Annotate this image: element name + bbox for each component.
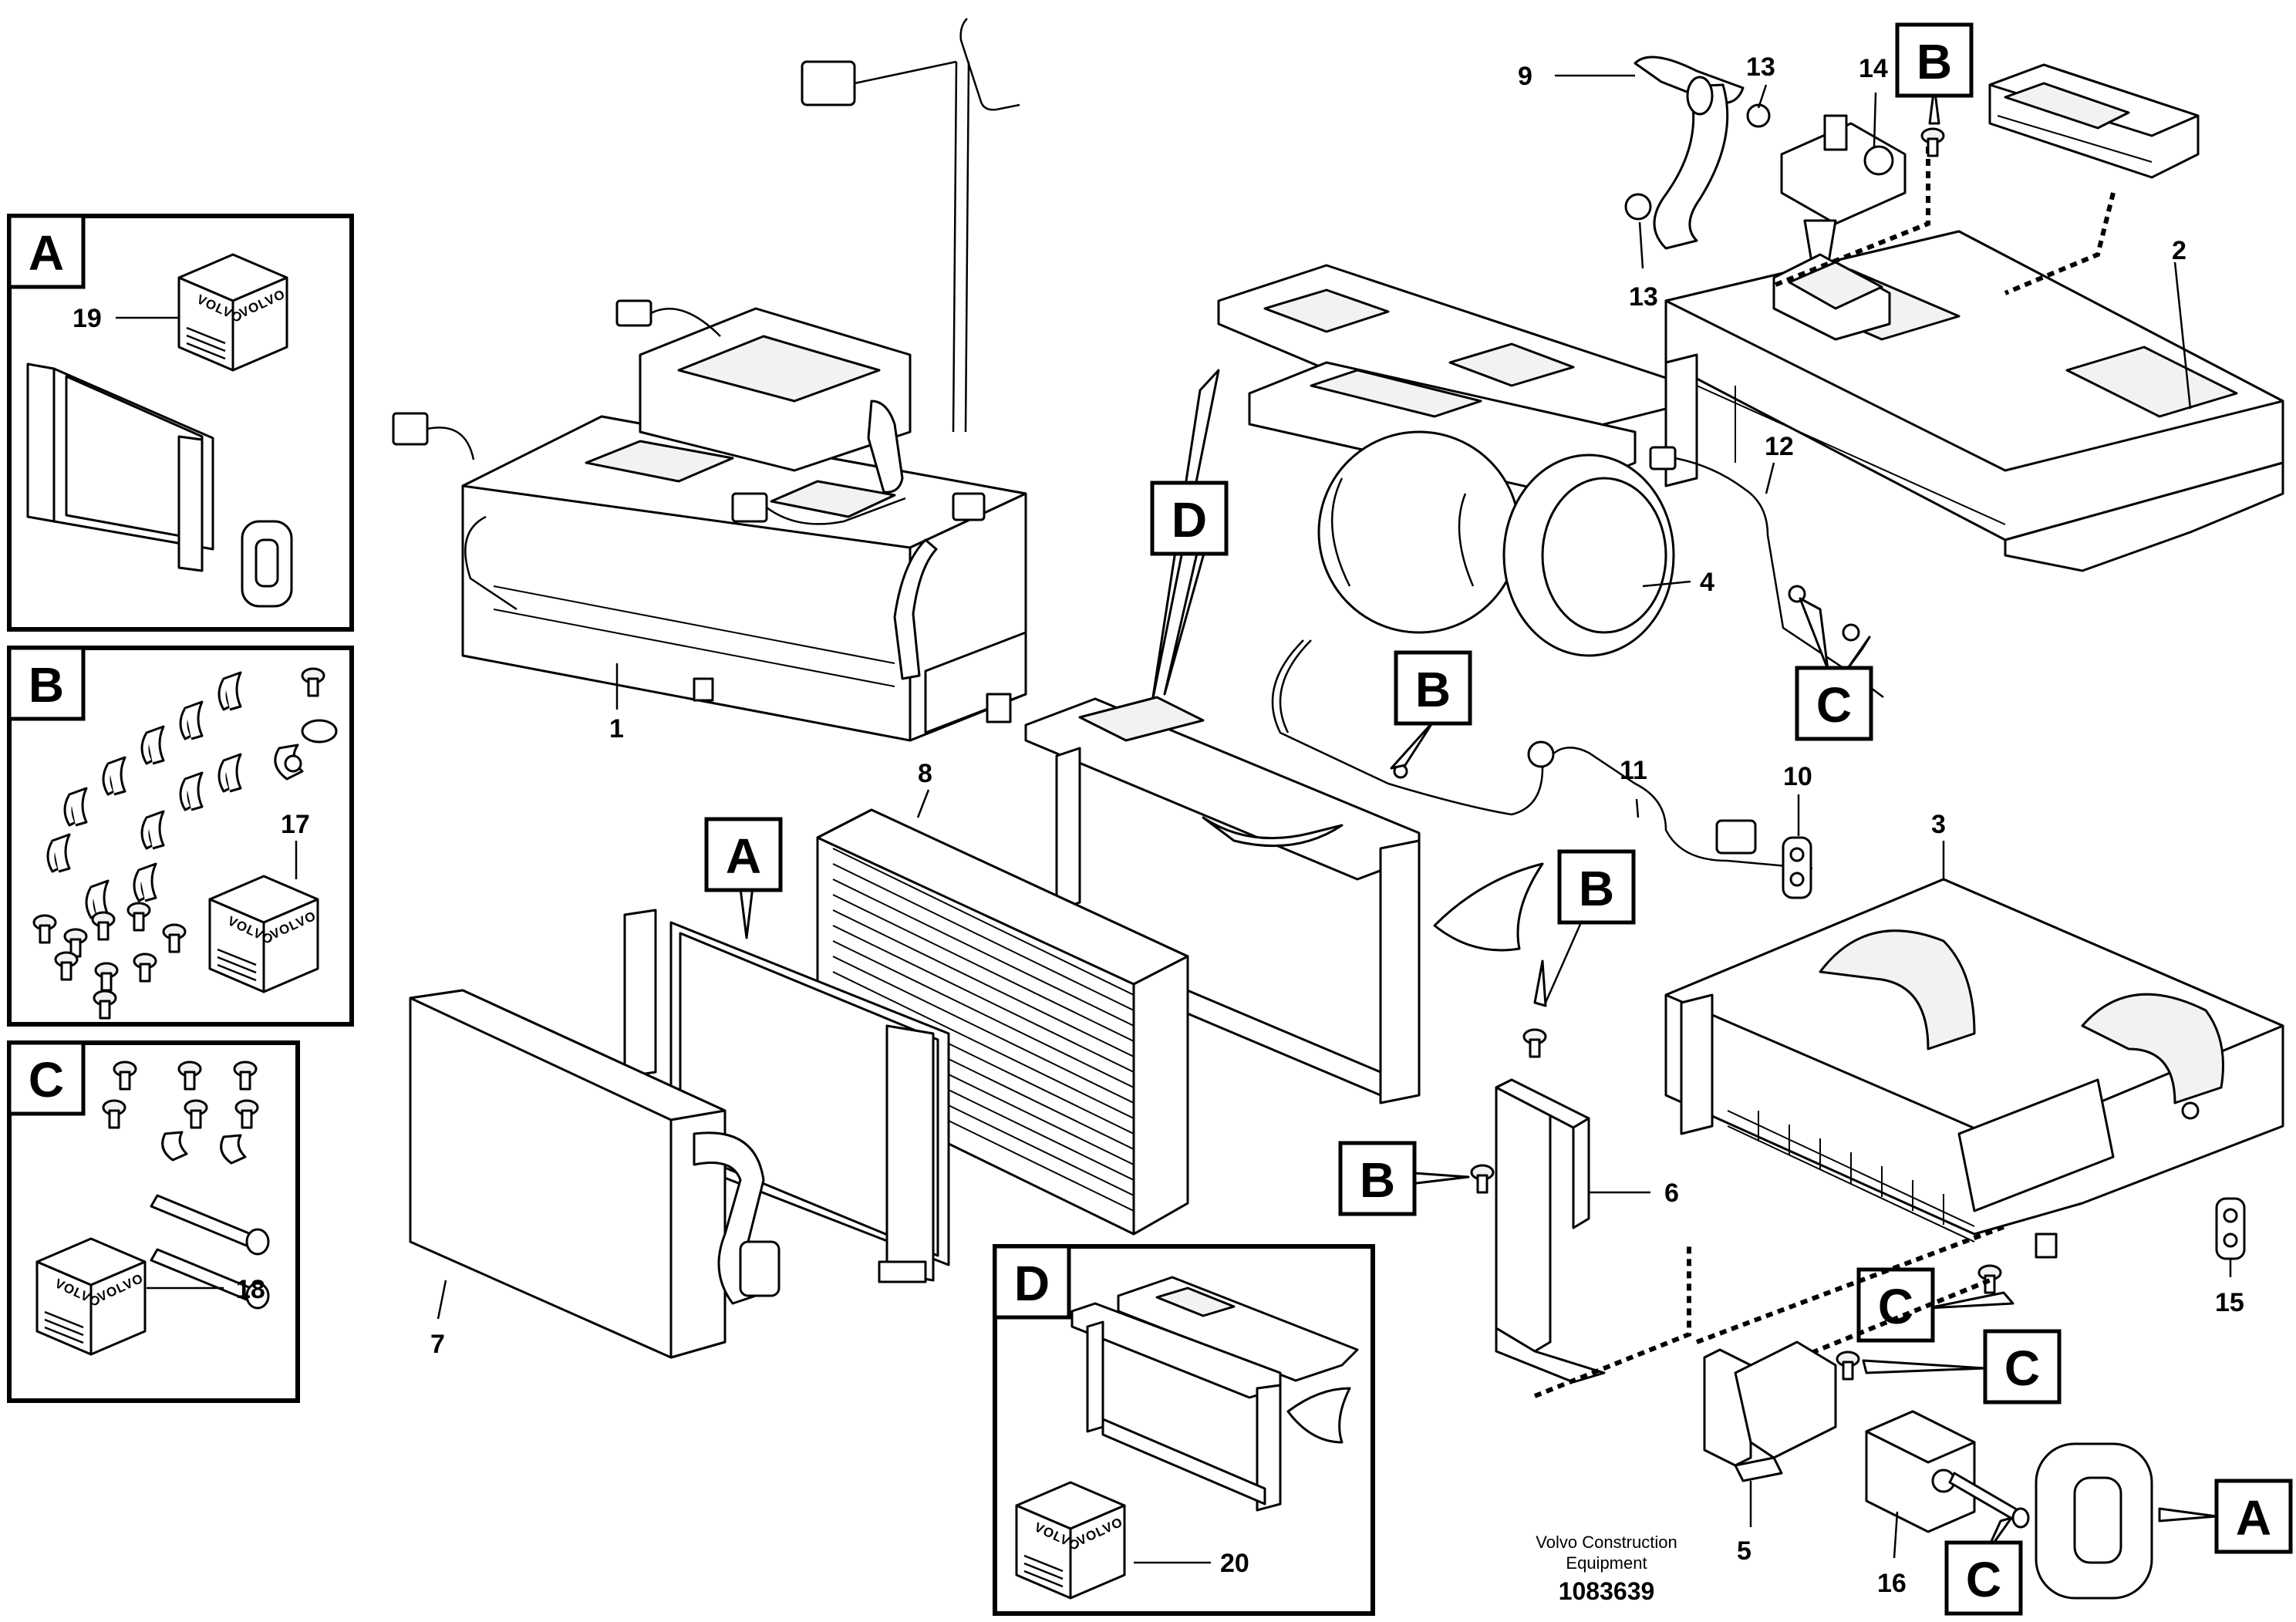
bracket-5 [1703, 1340, 1837, 1527]
callout-d: D [1172, 492, 1207, 548]
part-number-5: 5 [1737, 1536, 1752, 1566]
part-number-3: 3 [1931, 810, 1946, 839]
part-number-20: 20 [1220, 1549, 1249, 1578]
wiring-harness [1271, 639, 1813, 870]
company-name-line2: Equipment [1566, 1553, 1647, 1573]
kit-box-17: VOLVO VOLVO [208, 875, 319, 993]
kit-box-19: VOLVO VOLVO [177, 253, 288, 372]
part-number-8: 8 [918, 759, 932, 788]
panel-b: B [7, 646, 354, 1027]
screw [1920, 127, 1945, 157]
panel-c-label: C [29, 1052, 64, 1108]
panel-a: A VOLVO VOLVO 19 [7, 214, 354, 632]
callout-b: B [1579, 861, 1614, 916]
sensor-cable [1649, 446, 1884, 698]
screw [1836, 1351, 1860, 1381]
panel-d-label: D [1014, 1256, 1050, 1311]
part-number-18: 18 [236, 1275, 265, 1304]
bracket-6 [1495, 1028, 1650, 1384]
part-number-11: 11 [1620, 756, 1647, 785]
upper-housing [1664, 230, 2284, 572]
screw [1977, 1264, 2002, 1294]
expansion-valve [1865, 1410, 2030, 1559]
part-number-4: 4 [1700, 568, 1714, 597]
callout-b: B [1360, 1152, 1395, 1208]
callout-a: A [2236, 1490, 2271, 1546]
part-number-17: 17 [281, 810, 310, 839]
blower-cover [1217, 264, 1667, 449]
part-number-1: 1 [609, 714, 624, 744]
panel-d: D VOLVO VOLVO 20 [993, 1244, 1375, 1616]
blower-assembly [1248, 361, 1675, 657]
panel-b-label: B [29, 657, 64, 713]
kit-box-18: VOLVO VOLVO [35, 1237, 147, 1356]
kit-box-20: VOLVO VOLVO [1015, 1481, 1126, 1600]
document-number: 1083639 [1559, 1577, 1655, 1605]
filter-holder-frame [1024, 696, 1544, 1104]
nut-set [274, 667, 338, 781]
hose-assembly [1624, 56, 1771, 250]
gasket-10 [1782, 794, 1812, 899]
part-number-6: 6 [1664, 1179, 1679, 1208]
heater-unit [392, 18, 1027, 742]
filter-seal-frame [26, 363, 214, 572]
water-valve [1780, 92, 1907, 268]
callout-b: B [1917, 34, 1952, 89]
lower-housing [1664, 878, 2284, 1259]
part-number-16: 16 [1877, 1569, 1907, 1598]
callout-b: B [1415, 662, 1451, 717]
foam-seal-large [2035, 1442, 2153, 1600]
callout-c: C [2004, 1340, 2040, 1396]
part-number-13: 13 [1746, 52, 1775, 82]
screw [1470, 1164, 1495, 1194]
part-number-15: 15 [2215, 1288, 2244, 1317]
callout-c: C [1966, 1552, 2001, 1607]
housing-grille [1727, 1110, 1975, 1243]
callout-c: C [1816, 677, 1852, 733]
company-name: Volvo Construction [1536, 1533, 1677, 1552]
long-bolts [150, 1194, 270, 1310]
part-number-2: 2 [2172, 236, 2186, 265]
gasket-15 [2215, 1197, 2246, 1277]
foam-seal [241, 520, 293, 608]
part-number-9: 9 [1518, 62, 1532, 91]
part-number-7: 7 [430, 1330, 445, 1359]
panel-a-label: A [29, 225, 64, 281]
part-number-10: 10 [1783, 762, 1812, 791]
heater-core [816, 808, 1189, 1236]
control-module [1988, 63, 2200, 179]
part-number-14: 14 [1859, 54, 1888, 83]
part-number-13: 13 [1629, 282, 1658, 312]
evaporator [409, 989, 781, 1359]
part-number-12: 12 [1765, 432, 1794, 461]
callout-a: A [726, 828, 761, 884]
part-number-19: 19 [72, 304, 102, 333]
panel-c: C VOLVO VOLVO 18 [7, 1040, 300, 1403]
fastener-set [102, 1061, 259, 1165]
